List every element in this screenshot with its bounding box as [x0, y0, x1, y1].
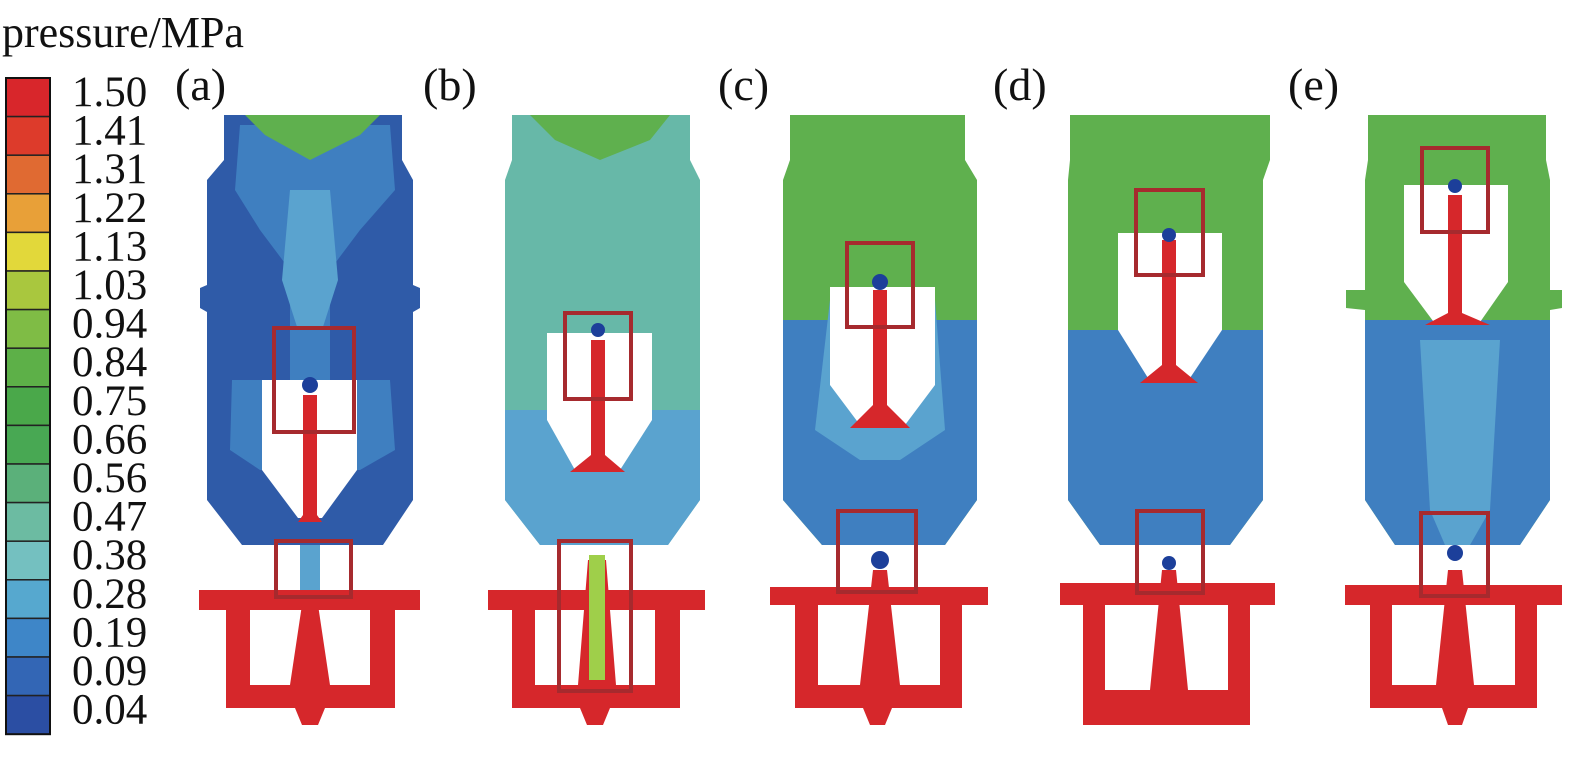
legend-level-label: 0.56 — [72, 455, 147, 502]
legend-level-label: 1.31 — [72, 146, 147, 193]
legend-swatch — [5, 501, 51, 542]
legend-level-label: 0.04 — [72, 687, 147, 734]
green-spot-b — [530, 115, 670, 160]
legend-swatch — [5, 617, 51, 658]
legend-swatch — [5, 579, 51, 620]
legend-level-label: 1.50 — [72, 69, 147, 116]
highlight-box-lower-d — [1135, 509, 1205, 595]
highlight-box-lower-a — [274, 539, 353, 599]
panel-label-d: (d) — [993, 59, 1047, 110]
legend-swatch — [5, 463, 51, 504]
legend-level-label: 1.03 — [72, 262, 147, 309]
needle-jet-c — [850, 290, 910, 428]
panel-b — [488, 115, 705, 725]
highlight-box-upper-c — [845, 241, 915, 329]
legend-level-label: 0.38 — [72, 532, 147, 579]
legend-swatch — [5, 77, 51, 118]
legend-level-label: 1.22 — [72, 185, 147, 232]
legend-frame — [5, 77, 51, 736]
pressure-zone-d — [1068, 330, 1263, 545]
green-spot-a — [245, 115, 380, 160]
legend-swatch — [5, 694, 51, 735]
legend-swatch — [5, 308, 51, 349]
tip-spot-e — [1448, 179, 1462, 193]
tip-spot-c — [872, 274, 888, 290]
panel-label-b: (b) — [423, 59, 477, 110]
panel-label-c: (c) — [718, 59, 769, 110]
legend-level-label: 0.47 — [72, 494, 147, 541]
legend-level-label: 0.66 — [72, 416, 147, 463]
panel-label-a: (a) — [175, 59, 226, 110]
legend-title: pressure/MPa — [2, 8, 244, 57]
panel-label-e: (e) — [1288, 59, 1339, 110]
jet-stream-b — [589, 555, 605, 680]
panel-e — [1345, 115, 1562, 725]
panel-a — [199, 115, 420, 725]
highlight-box-lower-e — [1419, 511, 1490, 598]
legend-swatch — [5, 231, 51, 272]
base-frame-c — [770, 570, 988, 725]
legend-swatch — [5, 270, 51, 311]
legend-swatch — [5, 424, 51, 465]
legend-level-label: 1.13 — [72, 223, 147, 270]
tip-spot-d — [1162, 228, 1176, 242]
needle-jet-d — [1140, 240, 1198, 383]
needle-jet-e — [1425, 195, 1490, 325]
highlight-box-upper-d — [1134, 188, 1205, 277]
outlet-spot-e — [1447, 545, 1463, 561]
tip-spot-b — [591, 323, 605, 337]
legend-swatch — [5, 386, 51, 427]
outlet-neck-a — [300, 545, 320, 590]
needle-jet-a — [298, 395, 322, 522]
outlet-spot-c — [871, 551, 889, 569]
pressure-zone-b — [505, 410, 700, 545]
legend-swatch — [5, 115, 51, 156]
legend-level-label: 1.41 — [72, 108, 147, 155]
base-frame-e — [1345, 570, 1562, 725]
legend-level-label: 0.09 — [72, 648, 147, 695]
legend-swatch — [5, 656, 51, 697]
base-frame-a — [199, 590, 420, 725]
pressure-zone-light-e — [1420, 340, 1500, 545]
legend-level-label: 0.94 — [72, 301, 147, 348]
panel-c — [770, 115, 988, 725]
tip-spot-a — [302, 377, 318, 393]
pressure-zone-light-a — [282, 190, 338, 330]
legend-level-label: 0.84 — [72, 339, 147, 386]
highlight-box-upper-e — [1420, 146, 1490, 234]
highlight-box-lower-c — [836, 509, 918, 594]
panel-d — [1060, 115, 1275, 725]
needle-jet-b — [570, 340, 625, 472]
legend-level-label: 0.19 — [72, 609, 147, 656]
legend-level-label: 0.75 — [72, 378, 147, 425]
legend-swatch — [5, 154, 51, 195]
color-legend: 1.501.411.311.221.131.030.940.840.750.66… — [5, 69, 147, 736]
outlet-spot-d — [1162, 556, 1176, 570]
base-frame-d — [1060, 570, 1275, 725]
legend-swatch — [5, 540, 51, 581]
legend-swatch — [5, 193, 51, 234]
legend-level-label: 0.28 — [72, 571, 147, 618]
highlight-box-upper-a — [272, 326, 356, 434]
highlight-box-lower-b — [557, 539, 633, 693]
legend-swatch — [5, 347, 51, 388]
highlight-box-upper-b — [563, 311, 633, 401]
